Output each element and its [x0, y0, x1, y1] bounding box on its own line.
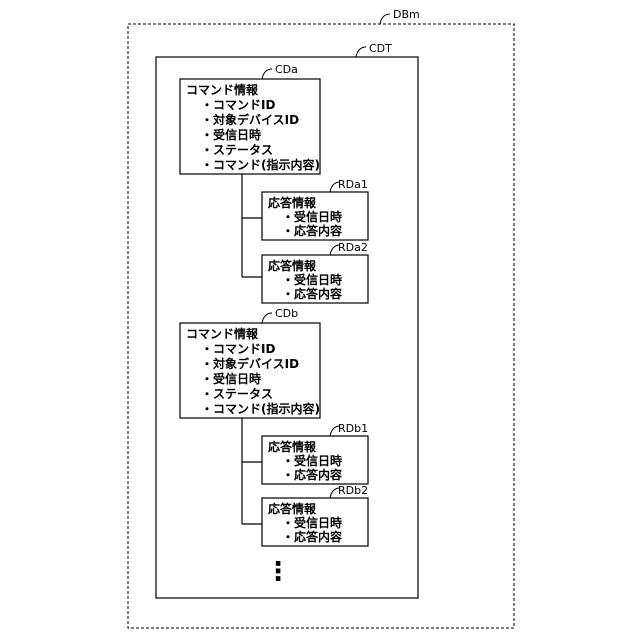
continuation-ellipsis: ⋮: [265, 557, 291, 587]
command-table-label: CDT: [369, 42, 392, 55]
command-item: ・ステータス: [201, 387, 273, 401]
response-label: RDb2: [338, 484, 368, 497]
response-item: ・受信日時: [282, 209, 342, 224]
command-table-label-leader: [356, 47, 366, 57]
response-item: ・応答内容: [282, 223, 342, 238]
database-label-leader: [380, 14, 390, 24]
database-label: DBm: [393, 8, 420, 21]
connector-tree: [242, 174, 262, 277]
response-item: ・応答内容: [282, 529, 342, 544]
command-item: ・コマンド(指示内容): [201, 157, 320, 172]
response-title: 応答情報: [268, 258, 317, 273]
response-item: ・受信日時: [282, 453, 342, 468]
command-label: CDa: [275, 63, 298, 76]
command-label-leader: [262, 69, 272, 79]
response-label: RDa1: [338, 178, 368, 191]
command-label: CDb: [275, 307, 298, 320]
command-item: ・受信日時: [201, 371, 261, 386]
response-label: RDb1: [338, 422, 368, 435]
command-item: ・受信日時: [201, 127, 261, 142]
command-title: コマンド情報: [186, 82, 259, 97]
response-label: RDa2: [338, 241, 368, 254]
command-block-b: CDb コマンド情報 ・コマンドID ・対象デバイスID ・受信日時 ・ステータ…: [180, 307, 368, 546]
response-item: ・受信日時: [282, 272, 342, 287]
command-item: ・コマンド(指示内容): [201, 401, 320, 416]
command-item: ・対象デバイスID: [201, 112, 299, 127]
response-title: 応答情報: [268, 501, 317, 516]
command-item: ・ステータス: [201, 143, 273, 157]
response-item: ・受信日時: [282, 515, 342, 530]
command-title: コマンド情報: [186, 326, 259, 341]
command-item: ・対象デバイスID: [201, 356, 299, 371]
command-block-a: CDa コマンド情報 ・コマンドID ・対象デバイスID ・受信日時 ・ステータ…: [180, 63, 368, 303]
response-item: ・応答内容: [282, 467, 342, 482]
command-item: ・コマンドID: [201, 98, 275, 112]
response-title: 応答情報: [268, 195, 317, 210]
command-label-leader: [262, 313, 272, 323]
command-item: ・コマンドID: [201, 342, 275, 356]
connector-tree: [242, 418, 262, 524]
response-title: 応答情報: [268, 439, 317, 454]
response-item: ・応答内容: [282, 286, 342, 301]
